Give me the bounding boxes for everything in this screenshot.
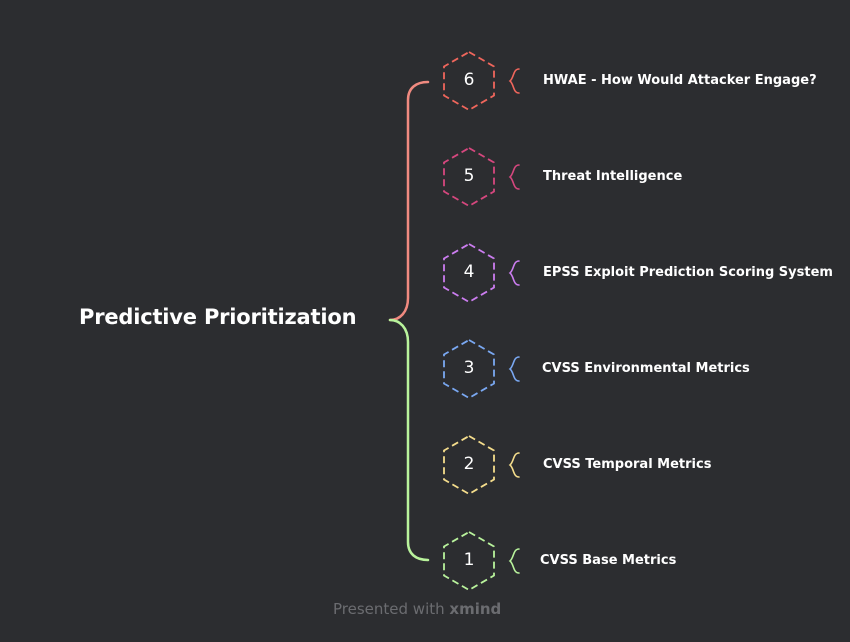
node-number: 6: [463, 70, 475, 90]
node-number: 3: [463, 358, 475, 378]
hexagon-node-6[interactable]: [443, 50, 495, 112]
hexagon-node-4[interactable]: [443, 242, 495, 304]
node-number: 4: [463, 262, 475, 282]
brace-connector-icon: [508, 548, 520, 574]
node-number: 1: [463, 550, 475, 570]
node-label[interactable]: CVSS Temporal Metrics: [543, 457, 712, 472]
hexagon-node-5[interactable]: [443, 146, 495, 208]
brace-connector-icon: [508, 68, 520, 94]
lower-branch-line: [388, 318, 430, 562]
central-topic-title[interactable]: Predictive Prioritization: [79, 305, 357, 329]
node-number: 5: [463, 166, 475, 186]
hexagon-node-1[interactable]: [443, 530, 495, 592]
node-label[interactable]: HWAE - How Would Attacker Engage?: [543, 73, 817, 88]
upper-branch-line: [388, 80, 430, 322]
hexagon-node-3[interactable]: [443, 338, 495, 400]
hexagon-node-2[interactable]: [443, 434, 495, 496]
node-number: 2: [463, 454, 475, 474]
node-label[interactable]: EPSS Exploit Prediction Scoring System: [543, 265, 833, 280]
xmind-logo: xmind: [449, 600, 502, 618]
footer-prefix: Presented with: [333, 600, 445, 618]
node-label[interactable]: CVSS Environmental Metrics: [542, 361, 750, 376]
node-label[interactable]: CVSS Base Metrics: [540, 553, 677, 568]
brace-connector-icon: [508, 260, 520, 286]
node-label[interactable]: Threat Intelligence: [543, 169, 683, 184]
footer-watermark: Presented with xmind: [333, 600, 501, 618]
brace-connector-icon: [508, 452, 520, 478]
brace-connector-icon: [508, 164, 520, 190]
brace-connector-icon: [508, 356, 520, 382]
